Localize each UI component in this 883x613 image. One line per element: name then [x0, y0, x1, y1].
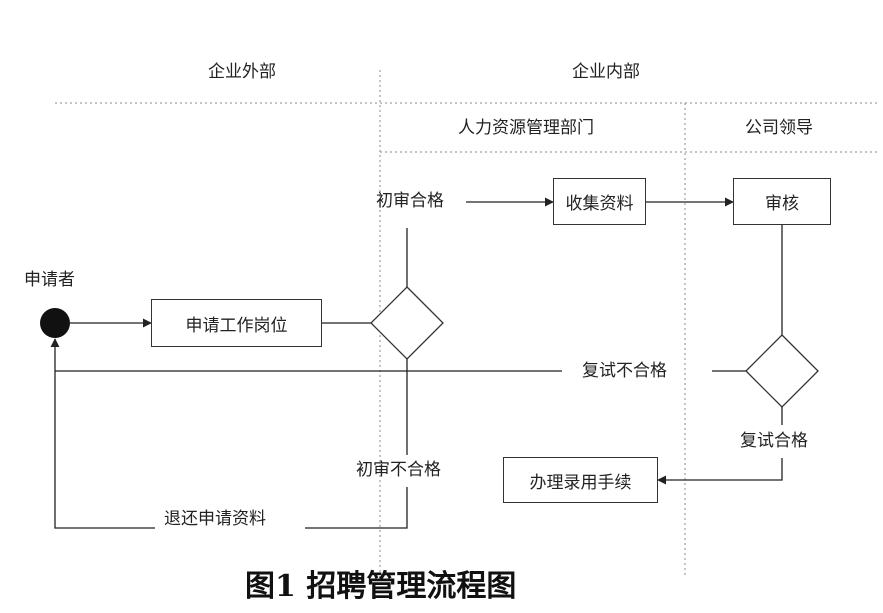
edge-label-second-fail: 复试不合格 [582, 361, 667, 381]
edge-fail-return [305, 487, 408, 529]
edge-pass2-hire [657, 458, 783, 485]
lane-label-hr: 人力资源管理部门 [458, 118, 594, 138]
lane-label-outside: 企业外部 [208, 62, 276, 82]
node-hire: 办理录用手续 [503, 457, 658, 503]
decision-second-review [745, 334, 819, 408]
node-collect: 收集资料 [553, 178, 646, 225]
edge-label-first-pass: 初审合格 [376, 191, 444, 211]
edge-label-first-fail: 初审不合格 [356, 460, 441, 480]
node-apply: 申请工作岗位 [151, 299, 322, 347]
lane-label-inside: 企业内部 [572, 62, 640, 82]
start-node [40, 308, 70, 338]
figure-caption: 图1 招聘管理流程图 [245, 569, 517, 604]
edge-return-start [50, 338, 155, 529]
decision-first-review [370, 286, 444, 360]
lane-label-leader: 公司领导 [745, 118, 813, 138]
start-label: 申请者 [24, 270, 75, 290]
node-review: 审核 [733, 178, 831, 225]
edge-label-second-pass: 复试合格 [740, 431, 808, 451]
edge-label-return-docs: 退还申请资料 [164, 509, 266, 529]
